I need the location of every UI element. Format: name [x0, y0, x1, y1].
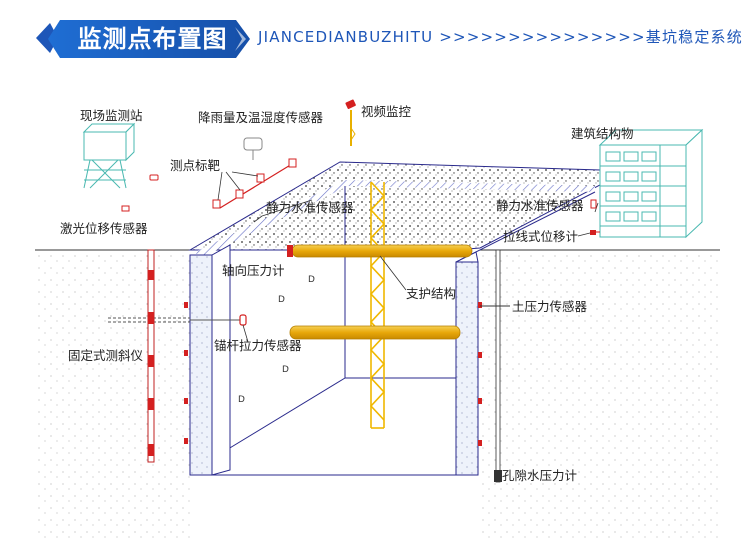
svg-text:D: D	[282, 365, 289, 375]
slab-left-hatch	[195, 180, 348, 258]
label-video: 视频监控	[361, 104, 412, 119]
label-level-right: 静力水准传感器	[496, 198, 584, 213]
survey-targets	[121, 158, 297, 212]
axial-sensor-upper	[287, 245, 293, 257]
video-camera-icon	[345, 99, 356, 146]
label-pore-pressure: 孔隙水压力计	[502, 468, 577, 483]
header-title-badge	[48, 20, 250, 58]
label-inclinometer: 固定式测斜仪	[68, 348, 144, 363]
page-subtitle: JIANCEDIANBUZHITU >>>>>>>>>>>>>>>基坑稳定系统	[258, 28, 743, 46]
label-wire-sensor: 拉线式位移计	[503, 229, 578, 244]
svg-text:D: D	[238, 395, 245, 405]
label-building: 建筑结构物	[571, 126, 634, 141]
ground-soil	[35, 249, 720, 540]
soil-right	[480, 250, 720, 540]
label-target: 测点标靶	[170, 158, 221, 173]
label-laser-sensor: 激光位移传感器	[60, 221, 148, 236]
label-axial-meter: 轴向压力计	[222, 263, 285, 278]
strut-upper	[287, 244, 473, 258]
pit-markers: D D D D	[238, 275, 315, 405]
ground-slab	[188, 161, 601, 258]
wall-left-side	[211, 244, 231, 476]
svg-text:D: D	[308, 275, 315, 285]
monitoring-station-icon	[82, 122, 136, 189]
label-anchor: 锚杆拉力传感器	[214, 338, 302, 353]
retaining-wall-right	[455, 261, 479, 476]
wall-left-sensors	[184, 302, 188, 444]
support-truss	[369, 181, 386, 429]
anchor-sensor	[239, 314, 247, 326]
building-icon	[590, 128, 704, 239]
inclinometer-pipe	[147, 249, 155, 463]
strut-lower	[289, 325, 461, 340]
soil-left	[35, 250, 190, 540]
svg-text:D: D	[278, 295, 285, 305]
leader-lines	[217, 171, 599, 343]
label-rain-sensor: 降雨量及温湿度传感器	[198, 110, 324, 125]
rain-sensor-icon	[243, 137, 263, 160]
label-level-left: 静力水准传感器	[266, 200, 354, 215]
wall-right-sensors	[478, 302, 482, 446]
label-station: 现场监测站	[80, 108, 143, 123]
label-support: 支护结构	[406, 286, 456, 301]
label-earth-pressure: 土压力传感器	[512, 299, 588, 314]
retaining-wall-left	[189, 254, 213, 476]
page-title: 监测点布置图	[77, 25, 228, 53]
pit-frame	[209, 186, 596, 461]
pore-pressure-pipe	[494, 249, 502, 483]
laser-sensor	[149, 174, 159, 181]
diagram-labels: 现场监测站 降雨量及温湿度传感器 视频监控 测点标靶 激光位移传感器 静力水准传…	[60, 104, 634, 483]
header-arrow-icon	[235, 27, 246, 51]
header-banner	[36, 20, 250, 58]
slab-back-hatch	[345, 180, 595, 192]
